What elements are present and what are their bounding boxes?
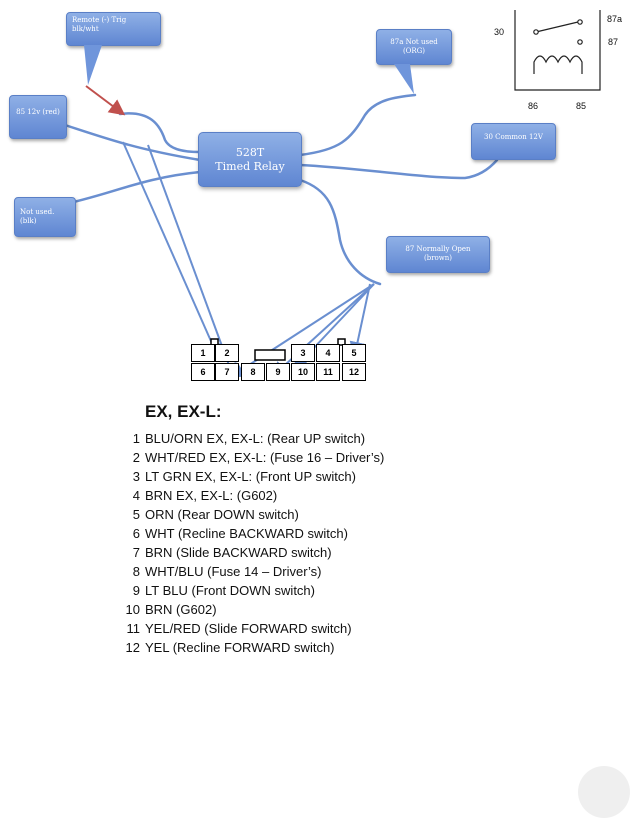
pin-number: 11 <box>126 621 141 636</box>
callout-87: 87 Normally Open (brown) <box>386 236 490 273</box>
list-item: 2 WHT/RED EX, EX-L: (Fuse 16 – Driver’s) <box>110 448 385 467</box>
callout-87a-text: 87a Not used (ORG) <box>390 38 438 55</box>
pin-description: BRN (G602) <box>145 602 217 617</box>
pin-description: LT GRN EX, EX-L: (Front UP switch) <box>145 469 356 484</box>
pin-description: ORN (Rear DOWN switch) <box>145 507 299 522</box>
callout-remote-trig: Remote (-) Trig blk/wht <box>66 12 161 46</box>
list-item: 1 BLU/ORN EX, EX-L: (Rear UP switch) <box>110 429 384 448</box>
pin-number: 12 <box>125 640 140 655</box>
relay-pin-87: 87 <box>608 37 619 47</box>
relay-model: 528T <box>235 146 265 159</box>
pin-number: 7 <box>132 545 140 560</box>
wire-87 <box>298 178 382 286</box>
pin-description: BRN EX, EX-L: (G602) <box>145 488 278 503</box>
arrow-to-pin-2 <box>122 141 221 361</box>
connector-body <box>210 338 346 361</box>
wire-not-used <box>58 170 202 207</box>
arrow-to-pin-9 <box>271 283 375 378</box>
list-item: 11 YEL/RED (Slide FORWARD switch) <box>110 619 384 638</box>
callout-87-text: 87 Normally Open (brown) <box>405 245 471 262</box>
pin-number: 8 <box>132 564 140 579</box>
arrow-to-pin-5 <box>349 283 371 358</box>
callout-remote-trig-text: Remote (-) Trig blk/wht <box>72 16 127 33</box>
relay-pin-85: 85 <box>576 101 587 111</box>
list-item: 9 LT BLU (Front DOWN switch) <box>110 581 384 600</box>
arrow-to-pin-7 <box>147 144 237 380</box>
connector-pin-2: 2 <box>215 344 239 362</box>
connector-pin-10: 10 <box>291 363 315 381</box>
remote-trig-arrow <box>85 85 126 116</box>
callout-85: 85 12v (red) <box>9 95 67 139</box>
connector-pin-9: 9 <box>266 363 290 381</box>
pin-number: 6 <box>132 526 140 541</box>
relay-pin-30: 30 <box>494 27 505 37</box>
list-item: 4 BRN EX, EX-L: (G602) <box>110 486 384 505</box>
connector-pin-3: 3 <box>291 344 315 362</box>
callout-not-used: Not used. (blk) <box>14 197 76 237</box>
pin-number: 1 <box>132 431 140 446</box>
callout-30-common: 30 Common 12V <box>471 123 556 160</box>
pin-description: WHT/BLU (Fuse 14 – Driver’s) <box>145 564 322 579</box>
watermark-seal-icon <box>578 766 630 818</box>
list-item: 10 BRN (G602) <box>110 600 384 619</box>
connector-pin-11: 11 <box>316 363 340 381</box>
connector-pin-12: 12 <box>342 363 366 381</box>
relay-type: Timed Relay <box>215 160 285 173</box>
callout-87a: 87a Not used (ORG) <box>376 29 452 65</box>
connector-pin-8: 8 <box>241 363 265 381</box>
wire-remote-trig <box>118 112 202 154</box>
trim-heading: EX, EX-L: <box>145 402 222 421</box>
list-item: 5 ORN (Rear DOWN switch) <box>110 505 384 524</box>
callout-87a-tail <box>394 64 414 94</box>
pin-description: YEL/RED (Slide FORWARD switch) <box>145 621 352 636</box>
callout-not-used-text: Not used. (blk) <box>20 208 55 225</box>
relay-pin-86: 86 <box>528 101 539 111</box>
list-item: 7 BRN (Slide BACKWARD switch) <box>110 543 384 562</box>
pin-number: 2 <box>132 450 140 465</box>
pin-number: 5 <box>132 507 140 522</box>
callout-remote-trig-tail <box>84 45 102 85</box>
list-item: 6 WHT (Recline BACKWARD switch) <box>110 524 384 543</box>
callout-85-text: 85 12v (red) <box>16 108 60 116</box>
list-item: 3 LT GRN EX, EX-L: (Front UP switch) <box>110 467 384 486</box>
list-item: 12 YEL (Recline FORWARD switch) <box>110 638 384 657</box>
timed-relay-box: 528T Timed Relay <box>198 132 302 187</box>
pin-description: BRN (Slide BACKWARD switch) <box>145 545 332 560</box>
pin-number: 9 <box>132 583 140 598</box>
wire-30 <box>298 158 499 180</box>
connector-pin-4: 4 <box>316 344 340 362</box>
pin-number: 4 <box>132 488 140 503</box>
wire-85 <box>60 122 202 162</box>
connector-pin-6: 6 <box>191 363 215 381</box>
pin-description: LT BLU (Front DOWN switch) <box>145 583 315 598</box>
pin-number: 3 <box>132 469 140 484</box>
callout-30-common-text: 30 Common 12V <box>484 133 543 141</box>
wire-87a <box>298 93 417 157</box>
relay-pin-87a: 87a <box>607 14 623 24</box>
list-item: 8 WHT/BLU (Fuse 14 – Driver’s) <box>110 562 384 581</box>
pin-description: BLU/ORN EX, EX-L: (Rear UP switch) <box>145 431 366 446</box>
connector-pin-7: 7 <box>215 363 239 381</box>
connector-pin-1: 1 <box>191 344 215 362</box>
pin-description: WHT/RED EX, EX-L: (Fuse 16 – Driver’s) <box>145 450 385 465</box>
pin-description: YEL (Recline FORWARD switch) <box>145 640 335 655</box>
relay-symbol <box>514 10 601 91</box>
pin-number: 10 <box>125 602 140 617</box>
pin-description: WHT (Recline BACKWARD switch) <box>145 526 348 541</box>
connector-pin-5: 5 <box>342 344 366 362</box>
